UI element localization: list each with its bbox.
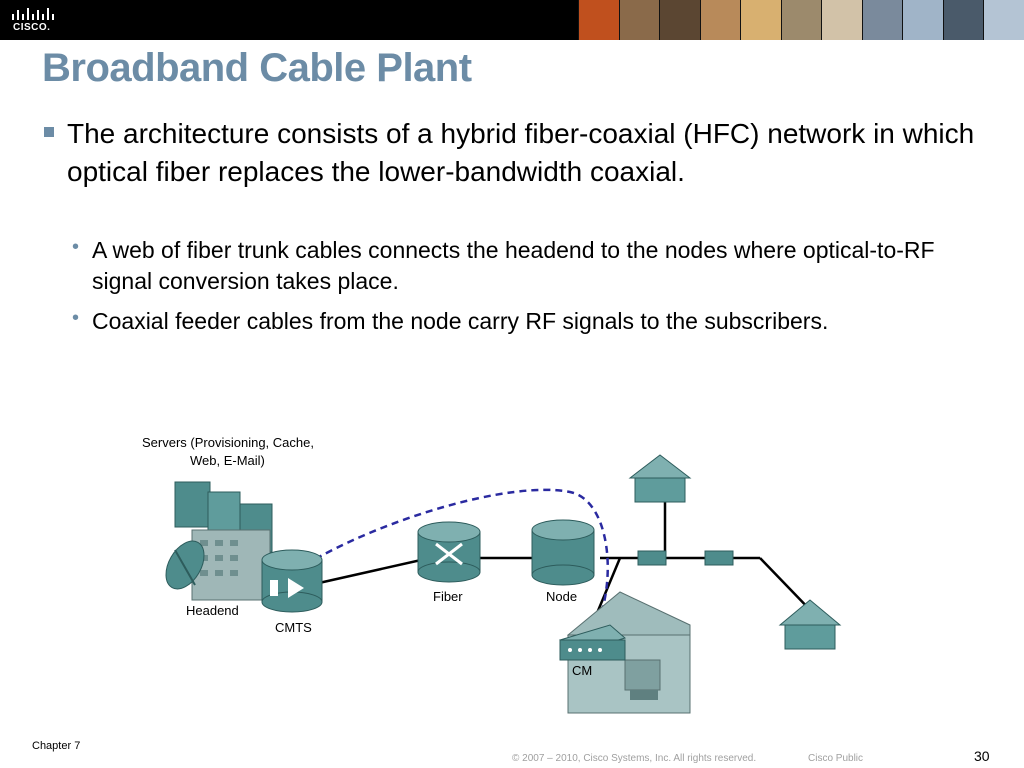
header-photo <box>780 0 822 40</box>
footer-classification: Cisco Public <box>808 753 864 764</box>
sub-bullet-dot-icon: • <box>72 307 80 329</box>
sub-bullet-dot-icon: • <box>72 236 80 258</box>
header-photo <box>983 0 1024 40</box>
photo-strip <box>578 0 1024 40</box>
servers-label-line2: Web, E-Mail) <box>190 453 265 468</box>
amplifier-icon <box>704 550 734 566</box>
header-photo <box>659 0 700 40</box>
house-icon <box>628 454 692 503</box>
node-label: Node <box>546 589 577 604</box>
sub-bullet-1: A web of fiber trunk cables connects the… <box>92 237 935 294</box>
sub-bullet-2: Coaxial feeder cables from the node carr… <box>92 308 829 334</box>
amplifier-icon <box>637 550 667 566</box>
header-photo <box>618 0 660 40</box>
node-cylinder-icon <box>531 519 595 586</box>
header-photo <box>861 0 903 40</box>
footer-copyright: © 2007 – 2010, Cisco Systems, Inc. All r… <box>512 753 757 764</box>
cm-label: CM <box>572 663 592 678</box>
header-photo <box>942 0 984 40</box>
hfc-diagram: Servers (Provisioning, Cache, Web, E-Mai… <box>142 435 842 714</box>
headend-label: Headend <box>186 603 239 618</box>
header-photo <box>699 0 741 40</box>
header-photo <box>578 0 619 40</box>
main-bullet: The architecture consists of a hybrid fi… <box>67 118 975 187</box>
cable-modem-icon <box>558 624 627 661</box>
footer-chapter: Chapter 7 <box>32 740 81 752</box>
server-stack <box>174 481 273 601</box>
header-photo <box>902 0 943 40</box>
cisco-logo <box>12 8 54 20</box>
header-photo <box>821 0 862 40</box>
fiber-dashed-path <box>304 488 609 631</box>
bullet-square-icon <box>44 127 54 137</box>
cmts-router-icon <box>261 549 323 613</box>
header-photo <box>740 0 781 40</box>
fiber-label: Fiber <box>433 589 463 604</box>
subscriber-house-icon <box>566 591 691 714</box>
satellite-dish-icon <box>165 540 205 590</box>
house-icon <box>778 599 842 650</box>
slide-title: Broadband Cable Plant <box>42 46 472 90</box>
servers-label-line1: Servers (Provisioning, Cache, <box>142 435 314 450</box>
top-banner: CISCO. <box>0 0 1024 40</box>
cisco-logo-text: CISCO. <box>13 22 51 33</box>
cmts-label: CMTS <box>275 620 312 635</box>
fiber-router-icon <box>417 521 481 583</box>
page-number: 30 <box>974 748 990 764</box>
